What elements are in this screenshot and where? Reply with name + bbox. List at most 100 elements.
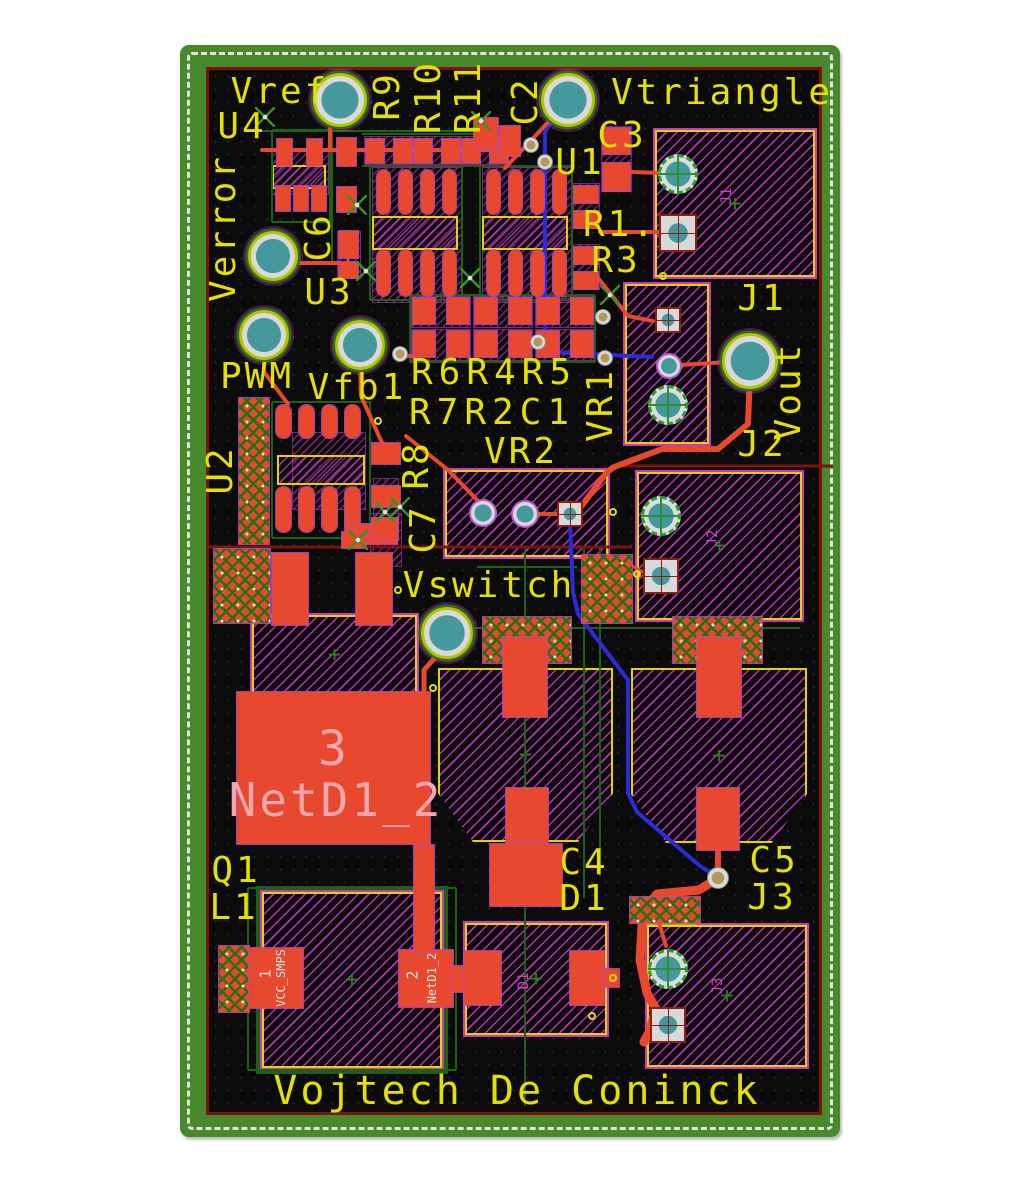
- connector-round-pad: [647, 948, 689, 990]
- silkscreen-dot: [609, 508, 617, 516]
- copper-pad: [393, 138, 413, 164]
- copper-pad: [275, 486, 292, 533]
- copper-pad: [441, 138, 461, 164]
- silkscreen-dot: [659, 272, 667, 280]
- label-r6r4r5: R6R4R5: [410, 352, 578, 393]
- copper-pad: [248, 947, 304, 1009]
- label-r9: R9: [367, 71, 408, 121]
- copper-pad: [570, 297, 594, 325]
- copper-pad: [446, 330, 470, 358]
- label-u2: U2: [200, 445, 241, 495]
- copper-pad: [371, 517, 399, 541]
- label-c4: C4: [559, 842, 609, 883]
- round-pad: [511, 500, 539, 528]
- copper-pad: [530, 169, 545, 215]
- U3-body: [372, 216, 458, 250]
- label-d1: D1: [559, 878, 609, 919]
- label-verror: Verror: [203, 153, 244, 303]
- label-j2: J2: [737, 424, 787, 465]
- label-vfb1: Vfb1: [307, 367, 407, 408]
- copper-pad: [311, 185, 327, 212]
- connector-round-pad: [657, 153, 699, 195]
- square-pad-pin1: [655, 307, 681, 333]
- small-via: [523, 137, 539, 153]
- copper-pad: [412, 297, 436, 325]
- label-c3: C3: [597, 115, 647, 156]
- copper-pad: [508, 249, 523, 297]
- copper-pad: [306, 138, 323, 167]
- copper-pad: [486, 249, 501, 297]
- copper-pad: [420, 169, 435, 215]
- label-c6: C6: [298, 212, 339, 262]
- origin-cross-marker: [375, 502, 395, 522]
- small-via: [537, 154, 553, 170]
- copper-pad: [696, 636, 742, 718]
- origin-cross-marker: [356, 261, 376, 281]
- via-vref: [313, 73, 367, 127]
- copper-pad: [338, 230, 359, 259]
- copper-pad: [573, 246, 599, 265]
- l1-pad2-net: NetD1_2: [425, 952, 439, 1004]
- round-pad: [656, 353, 682, 379]
- copper-pad: [508, 330, 532, 358]
- square-pad-pin1: [659, 214, 697, 252]
- copper-pad: [412, 330, 436, 358]
- zone-thermal-pad: [629, 896, 701, 924]
- copper-pad: [474, 297, 498, 325]
- via-pwm: [239, 310, 289, 360]
- copper-pad: [275, 185, 291, 212]
- origin-cross-marker: [600, 285, 620, 305]
- copper-pad: [505, 787, 549, 849]
- l1-pad1-net: VCC_SMPS: [274, 949, 288, 1007]
- copper-pad: [236, 691, 431, 845]
- small-via: [597, 350, 613, 366]
- copper-pad: [474, 330, 498, 358]
- fabref-j2: J2: [705, 529, 721, 547]
- silkscreen-dot: [374, 417, 382, 425]
- label-c7: C7: [403, 504, 444, 554]
- copper-pad: [552, 169, 567, 215]
- label-vr1: VR1: [580, 367, 621, 443]
- copper-pad: [398, 169, 413, 215]
- copper-pad: [442, 249, 457, 297]
- zone-thermal-pad: [218, 945, 250, 1013]
- origin-cross-marker: [460, 268, 480, 288]
- copper-pad: [344, 404, 361, 439]
- label-r8: R8: [396, 440, 437, 490]
- fabref-j1: J1: [719, 187, 735, 205]
- copper-pad: [570, 330, 594, 358]
- copper-pad: [336, 137, 357, 167]
- copper-pad: [508, 169, 523, 215]
- copper-pad: [271, 552, 309, 626]
- copper-pad: [696, 787, 740, 851]
- copper-pad: [376, 169, 391, 215]
- label-u1: U1: [555, 142, 605, 183]
- label-u3: U3: [304, 272, 354, 313]
- square-pad-pin1: [643, 558, 679, 594]
- label-l1: L1: [209, 887, 259, 928]
- copper-pad: [573, 185, 599, 204]
- copper-pad: [489, 843, 563, 907]
- label-pwm: PWM: [219, 356, 295, 397]
- fabref-d1: D1: [516, 972, 532, 990]
- small-via: [392, 346, 408, 362]
- label-c2: C2: [505, 76, 546, 126]
- fabref-j3: J3: [710, 977, 726, 995]
- label-j1: J1: [737, 278, 787, 319]
- silkscreen-dot: [429, 684, 437, 692]
- copper-pad: [451, 965, 468, 993]
- copper-pad: [486, 169, 501, 215]
- copper-pad: [371, 442, 401, 465]
- copper-pad: [293, 185, 309, 212]
- silkscreen-dot: [609, 974, 617, 982]
- connector-round-pad: [640, 495, 682, 537]
- label-c5: C5: [749, 840, 799, 881]
- copper-pad: [413, 138, 433, 164]
- connector-round-pad: [647, 384, 689, 426]
- square-pad-pin1: [557, 501, 583, 527]
- copper-pad: [463, 950, 502, 1006]
- origin-cross-marker: [348, 530, 368, 550]
- pad-net-number: 3: [318, 721, 350, 777]
- U2-body: [277, 455, 365, 485]
